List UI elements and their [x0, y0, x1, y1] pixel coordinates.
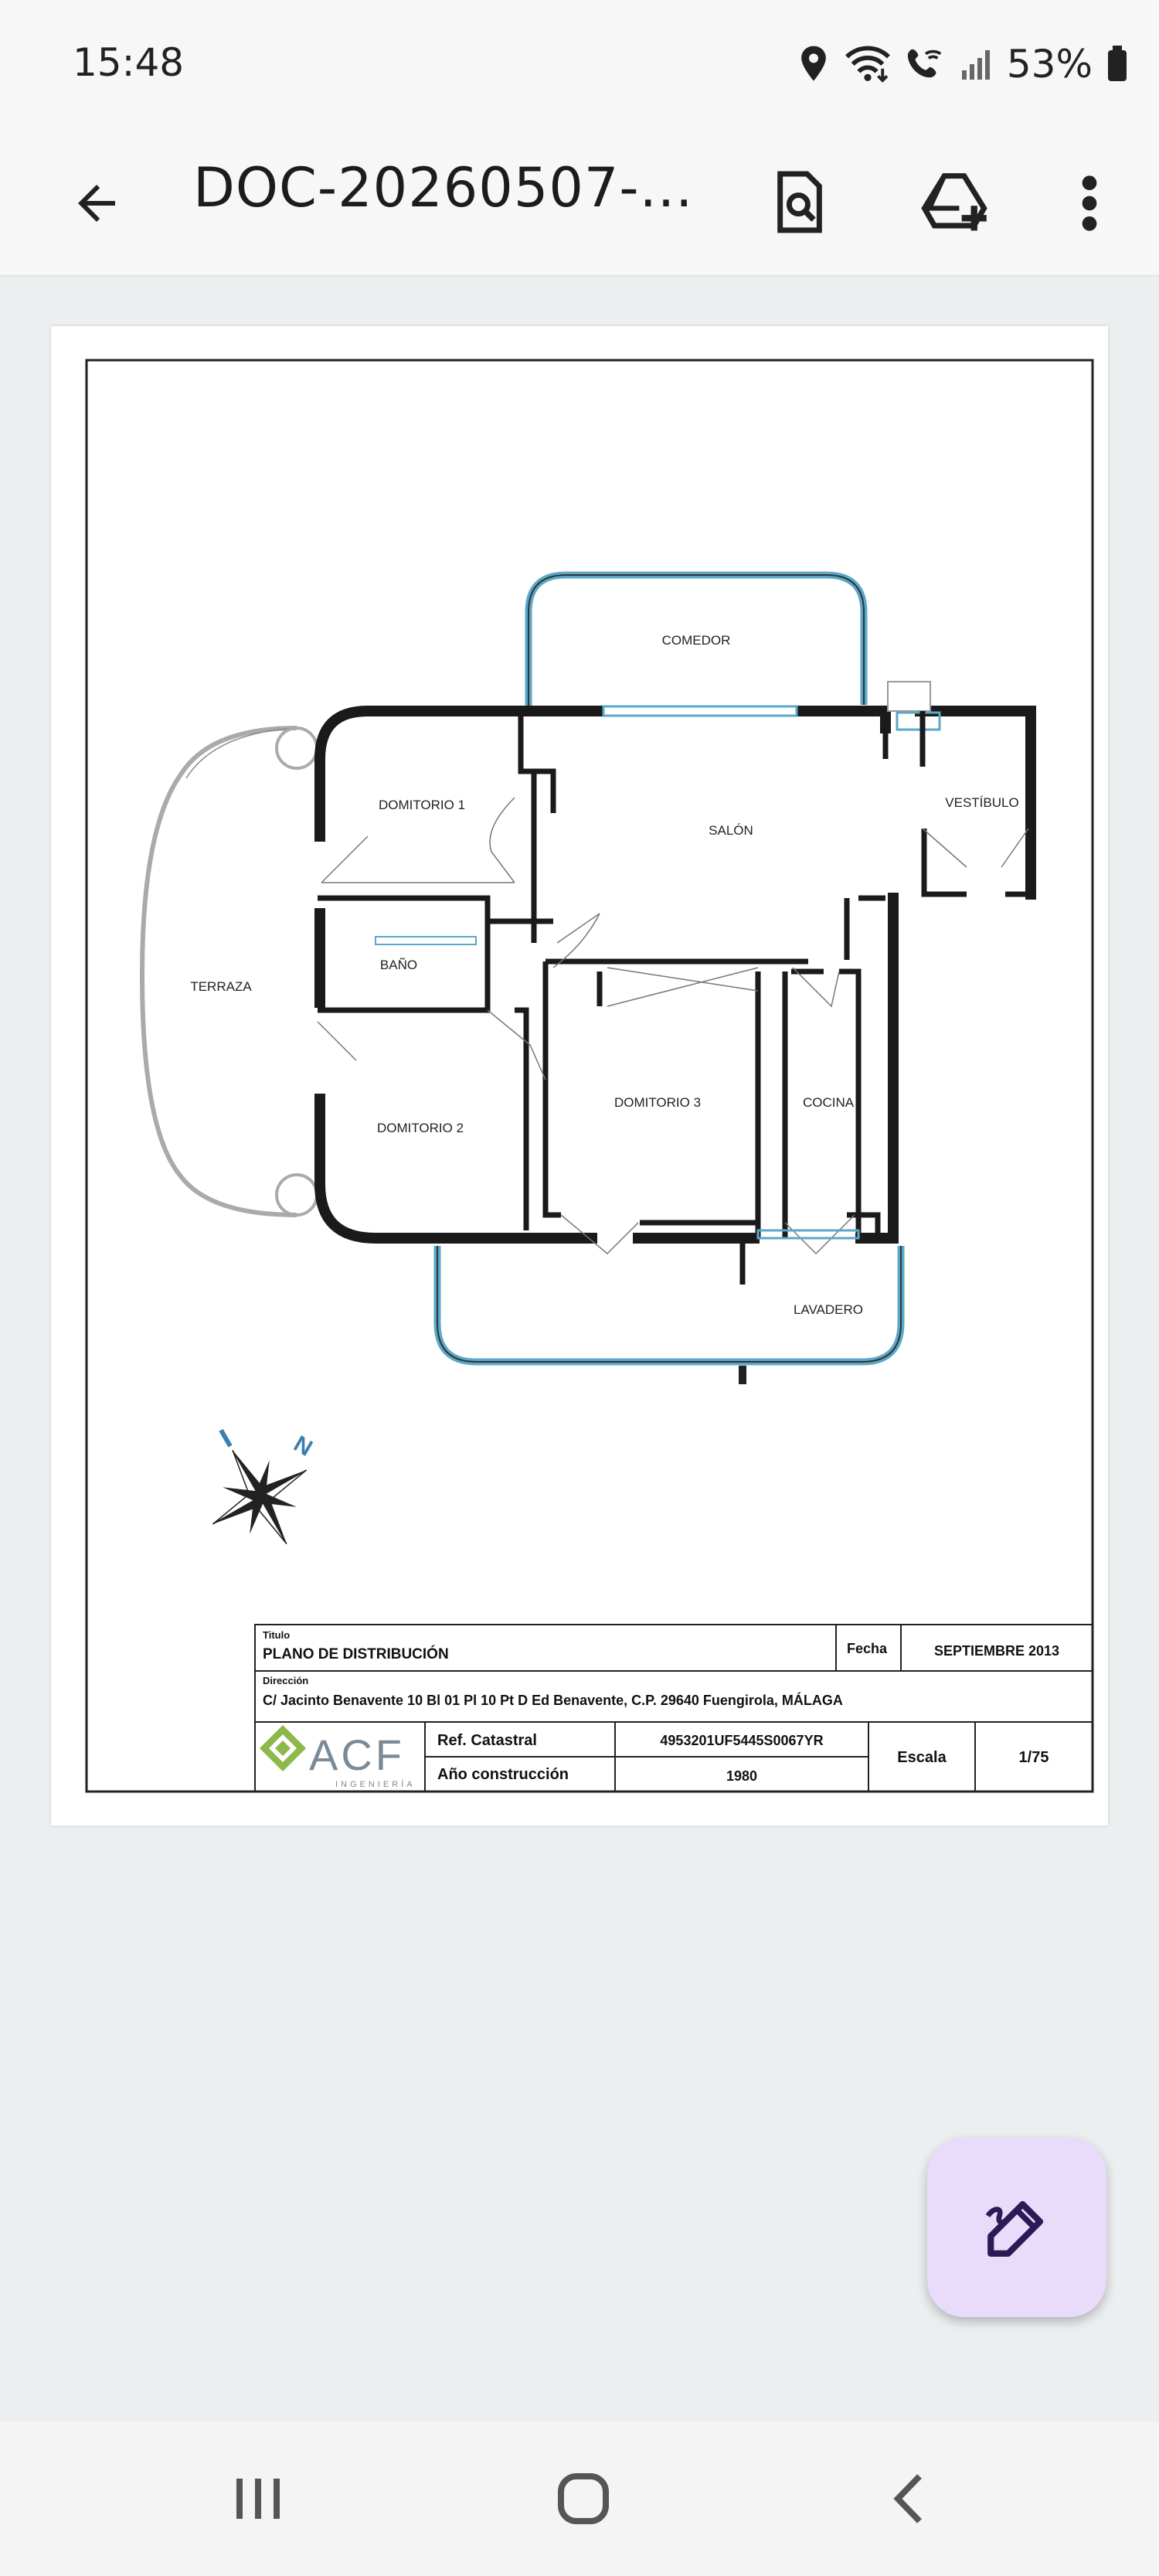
signal-icon	[961, 50, 990, 80]
ano-construccion-value: 1980	[726, 1768, 757, 1784]
room-label-salon: SALÓN	[709, 823, 753, 838]
room-label-bano: BAÑO	[380, 958, 417, 972]
back-arrow-icon	[78, 185, 115, 222]
recents-icon	[236, 2479, 280, 2519]
edit-pen-icon	[985, 2200, 1044, 2257]
fecha-value: SEPTIEMBRE 2013	[934, 1643, 1059, 1659]
direccion-label: Dirección	[263, 1675, 308, 1686]
terraza-outline	[139, 726, 297, 1217]
back-button[interactable]	[54, 161, 139, 246]
ano-construccion-label: Año construcción	[437, 1766, 569, 1783]
logo-text: ACF	[309, 1730, 405, 1779]
ref-catastral-value: 4953201UF5445S0067YR	[660, 1733, 823, 1748]
home-icon	[558, 2473, 609, 2524]
add-to-drive-icon	[921, 173, 987, 231]
escala-label: Escala	[897, 1749, 947, 1766]
escala-value: 1/75	[1019, 1749, 1049, 1766]
more-options-button[interactable]	[1059, 161, 1120, 246]
status-icons: 53%	[798, 37, 1128, 91]
door-swings	[317, 797, 1029, 1255]
app-bar: DOC-20260507-...	[0, 131, 1159, 277]
compass-north-label: N	[290, 1431, 317, 1461]
battery-icon	[1108, 46, 1127, 81]
room-label-domitorio3: DOMITORIO 3	[614, 1095, 701, 1110]
search-document-icon	[777, 171, 822, 233]
battery-percent: 53%	[1006, 42, 1093, 87]
edit-fab-button[interactable]	[927, 2138, 1106, 2317]
compass-rose-icon	[212, 1428, 308, 1545]
room-label-cocina: COCINA	[803, 1095, 855, 1110]
logo-subtext: INGENIERÍA	[335, 1779, 416, 1789]
add-to-drive-button[interactable]	[912, 161, 997, 246]
room-label-domitorio2: DOMITORIO 2	[377, 1121, 464, 1135]
location-icon	[801, 46, 826, 81]
fecha-label: Fecha	[847, 1641, 888, 1656]
search-in-document-button[interactable]	[757, 161, 842, 246]
system-nav-bar	[0, 2421, 1159, 2576]
title-block	[254, 1624, 1093, 1792]
direccion-value: C/ Jacinto Benavente 10 Bl 01 Pl 10 Pt D…	[263, 1692, 843, 1708]
back-icon	[893, 2474, 922, 2523]
interior-walls	[318, 711, 1031, 1285]
titulo-label: Titulo	[263, 1629, 290, 1641]
acf-logo: ACF INGENIERÍA	[260, 1725, 416, 1789]
floor-plan: COMEDOR DOMITORIO 1 SALÓN VESTÍBULO TERR…	[85, 359, 1094, 1793]
document-title: DOC-20260507-...	[193, 156, 694, 219]
ref-catastral-label: Ref. Catastral	[437, 1732, 537, 1749]
titulo-value: PLANO DE DISTRIBUCIÓN	[263, 1645, 449, 1662]
status-bar: 15:48 53%	[0, 0, 1159, 131]
room-label-lavadero: LAVADERO	[794, 1302, 863, 1317]
recents-button[interactable]	[205, 2456, 313, 2541]
home-button[interactable]	[529, 2456, 637, 2541]
wifi-calling-icon	[907, 49, 942, 78]
wifi-icon	[845, 46, 890, 83]
room-label-comedor: COMEDOR	[662, 633, 731, 648]
more-vert-icon	[1082, 175, 1097, 231]
status-time: 15:48	[73, 40, 185, 85]
room-label-domitorio1: DOMITORIO 1	[379, 798, 465, 812]
document-page[interactable]: COMEDOR DOMITORIO 1 SALÓN VESTÍBULO TERR…	[51, 326, 1108, 1826]
room-label-terraza: TERRAZA	[190, 979, 252, 994]
nav-back-button[interactable]	[854, 2456, 962, 2541]
exterior-walls	[314, 706, 1036, 1244]
room-label-vestibulo: VESTÍBULO	[945, 795, 1018, 810]
